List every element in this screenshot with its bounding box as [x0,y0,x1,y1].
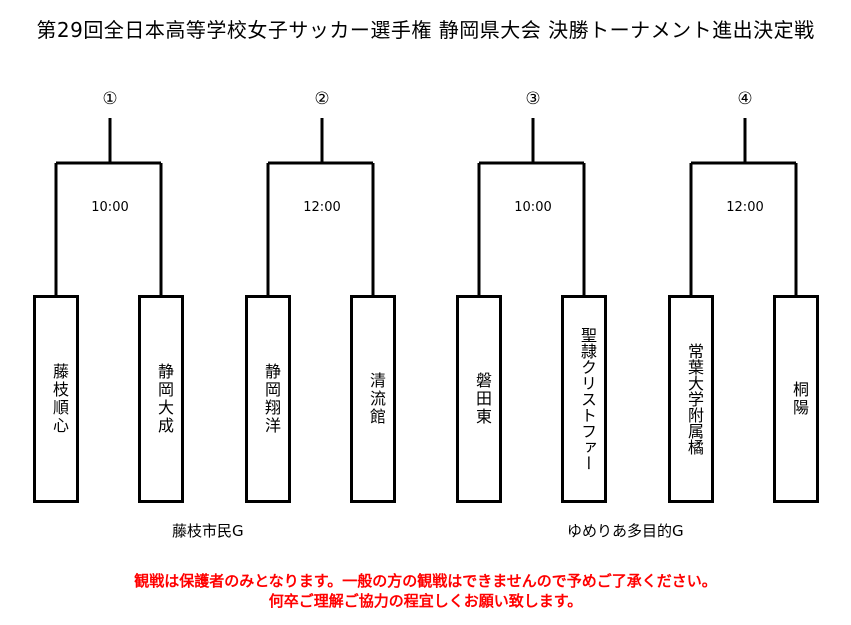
notice-line-2: 何卒ご理解ご協力の程宜しくお願い致します。 [268,592,583,610]
team-name: 桐陽 [790,381,809,417]
bracket-3-lines [477,118,586,295]
bracket-1-lines [54,118,163,295]
bracket-4-time: 12:00 [726,200,764,215]
bracket-2-lines [266,118,375,295]
bracket-4-number: ④ [737,89,753,109]
team-name: 聖隷クリストファー [578,327,597,471]
team-box: 藤枝順心 [33,295,79,503]
team-box: 磐田東 [456,295,502,503]
team-box: 静岡翔洋 [245,295,291,503]
page-title: 第29回全日本高等学校女子サッカー選手権 静岡県大会 決勝トーナメント進出決定戦 [36,18,815,42]
team-name: 磐田東 [473,372,492,426]
venue-label: 藤枝市民G [172,522,244,540]
bracket-2-time: 12:00 [303,200,341,215]
notice-line-1: 観戦は保護者のみとなります。一般の方の観戦はできませんので予めご了承ください。 [134,572,717,590]
team-name: 静岡大成 [155,363,174,435]
bracket-3-time: 10:00 [514,200,552,215]
team-name: 清流館 [367,372,386,426]
team-box: 清流館 [350,295,396,503]
team-name: 静岡翔洋 [262,363,281,435]
team-box: 桐陽 [773,295,819,503]
bracket-1-number: ① [102,89,118,109]
bracket-4-lines [689,118,798,295]
bracket-3-number: ③ [525,89,541,109]
bracket-2-number: ② [314,89,330,109]
team-box: 聖隷クリストファー [561,295,607,503]
venue-label: ゆめりあ多目的G [567,522,684,540]
team-name: 常葉大学附属橘 [685,343,704,455]
team-box: 常葉大学附属橘 [668,295,714,503]
team-box: 静岡大成 [138,295,184,503]
bracket-1-time: 10:00 [91,200,129,215]
team-name: 藤枝順心 [50,363,69,435]
